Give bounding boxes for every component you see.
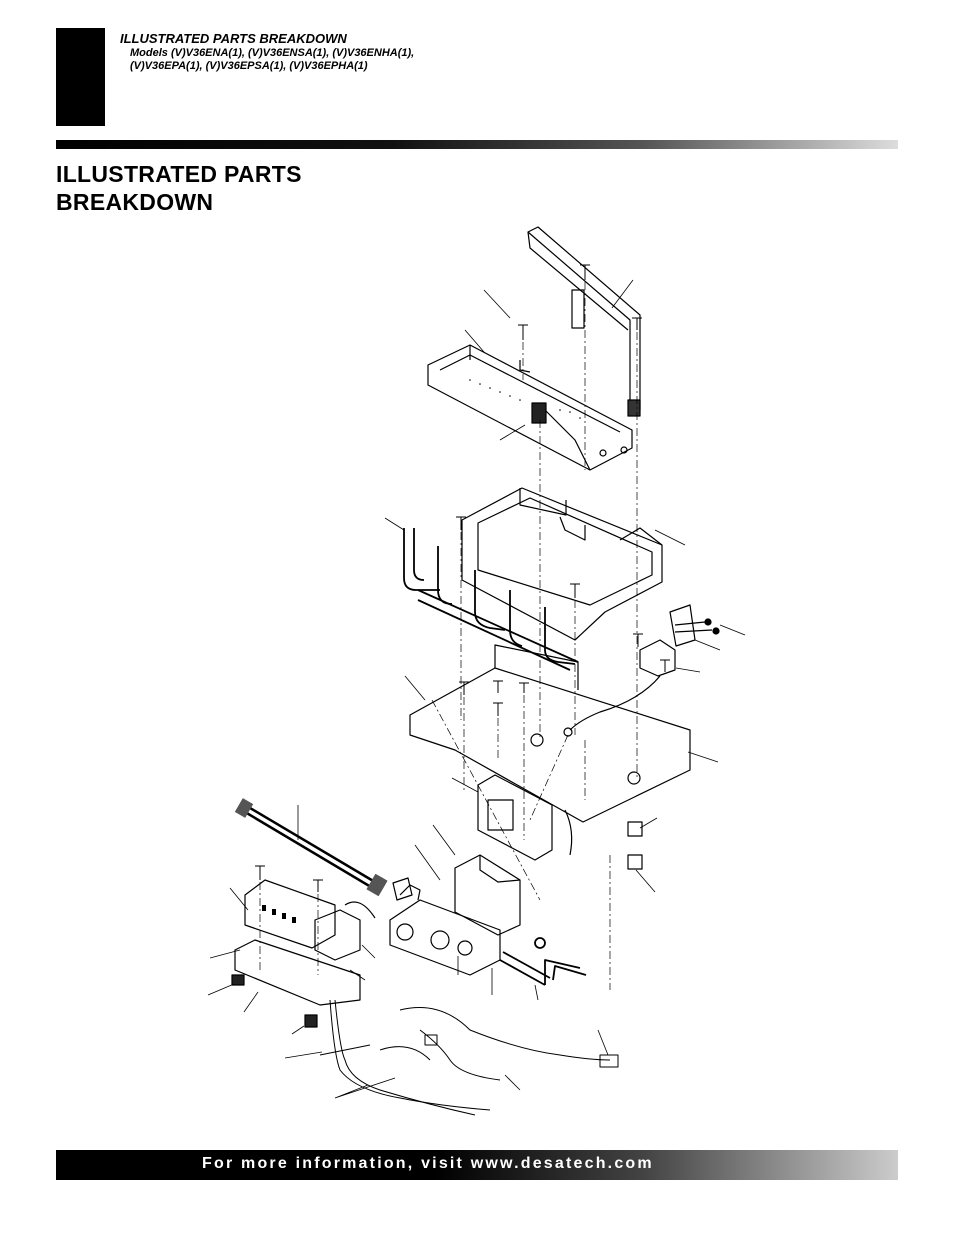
flex-gas-line (234, 798, 388, 897)
top-shield-stipple (469, 379, 581, 419)
transformer (314, 901, 376, 961)
models-line-2: (V)V36EPA(1), (V)V36EPSA(1), (V)V36EPHA(… (130, 59, 368, 72)
page-header: ILLUSTRATED PARTS BREAKDOWN Models (V)V3… (120, 31, 414, 73)
alignment-lines (259, 282, 638, 990)
gas-supply-pipe (499, 937, 587, 986)
mounting-bracket (231, 939, 361, 1028)
right-fittings (627, 821, 643, 870)
header-rule (56, 140, 898, 149)
footer-text: For more information, visit www.desatech… (202, 1155, 654, 1172)
module-terminals (262, 905, 296, 923)
pilot-tube-assembly (527, 226, 641, 417)
top-shield-plate (427, 344, 633, 471)
inlet-fitting (392, 877, 413, 901)
page-title-line-1: ILLUSTRATED PARTS (56, 161, 302, 187)
section-tab (56, 28, 105, 126)
wiring-harness (319, 999, 619, 1116)
base-plate (409, 644, 691, 823)
burner-frame (461, 487, 663, 641)
lower-shield-plate (477, 774, 573, 861)
control-module (244, 879, 336, 949)
page-title-line-2: BREAKDOWN (56, 189, 214, 215)
burner-tubes (403, 528, 579, 671)
footer-banner: For more information, visit www.desatech… (56, 1150, 898, 1180)
leader-lines (207, 279, 746, 1099)
valve-cover-box (454, 854, 521, 936)
page-title: ILLUSTRATED PARTS BREAKDOWN (56, 160, 302, 216)
models-line-1: Models (V)V36ENA(1), (V)V36ENSA(1), (V)V… (130, 46, 415, 59)
section-title: ILLUSTRATED PARTS BREAKDOWN (120, 31, 347, 46)
gas-valve (389, 884, 501, 976)
